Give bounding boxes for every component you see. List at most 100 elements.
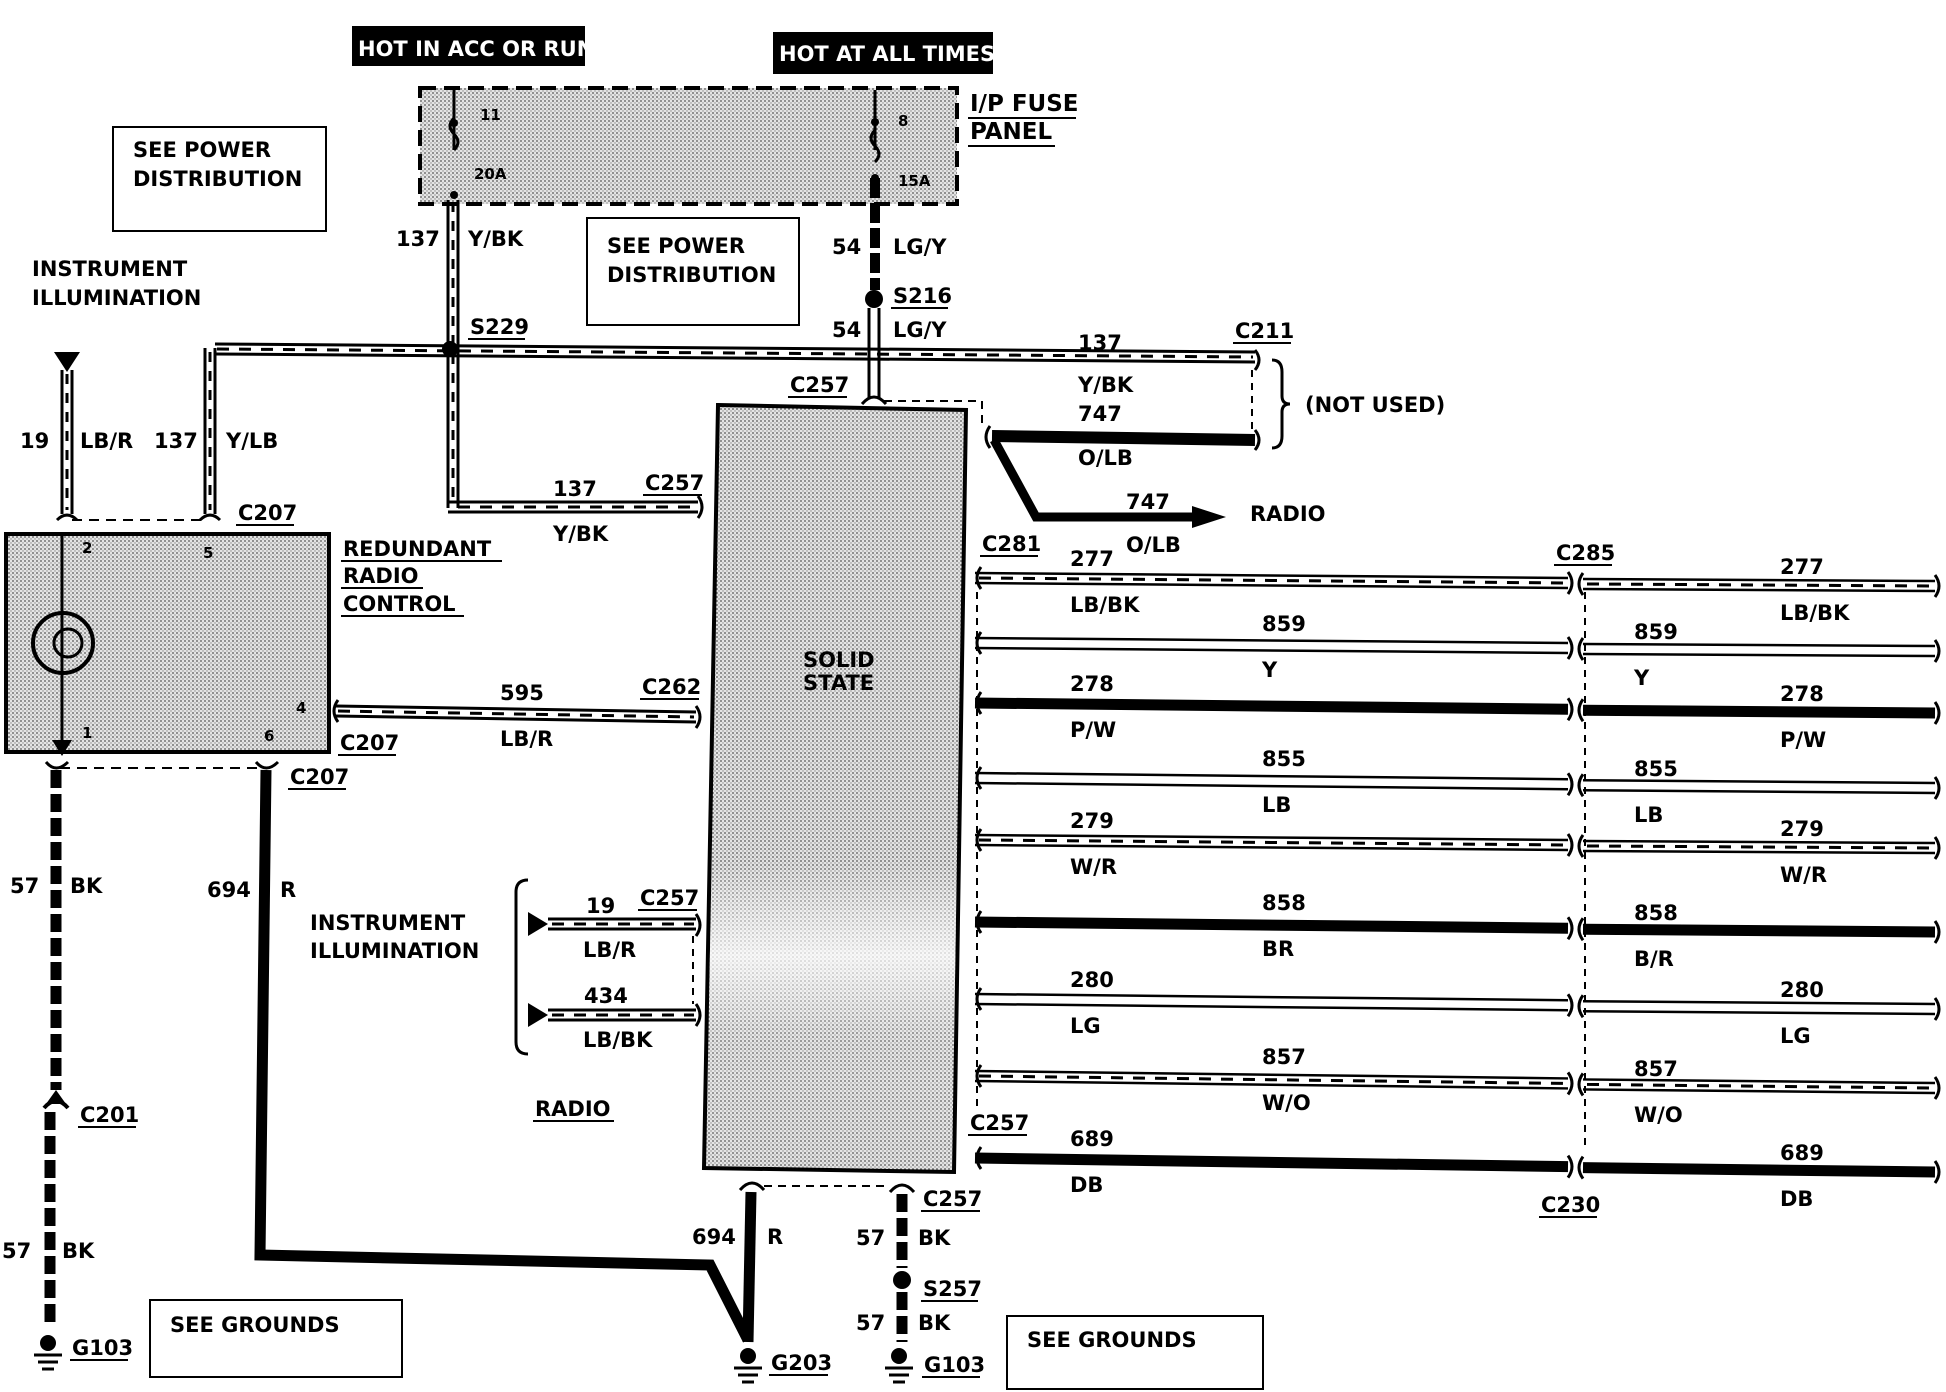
rrc-pin-1: 1: [82, 724, 92, 742]
speaker-wire-1-right-2: [1582, 587, 1936, 593]
c262-label: C262: [642, 675, 701, 699]
speaker-wire-8-right: [1582, 1078, 1936, 1085]
speaker-wire-3-right-number: 278: [1780, 682, 1824, 706]
fuse-panel: [418, 86, 959, 206]
wire-137-c211-color: Y/BK: [1077, 373, 1134, 397]
speaker-wire-7-2: [974, 1002, 1569, 1012]
wire-54-b-number: 54: [832, 318, 861, 342]
splice-s257: [893, 1271, 911, 1289]
wire-19-mid-number: 19: [586, 894, 615, 918]
c207-pin5-terminal: [198, 513, 222, 522]
wire-137-horizontal: [214, 342, 1256, 354]
wire-137-number: 137: [396, 227, 440, 251]
fuse-panel-label-2: PANEL: [970, 119, 1053, 145]
instrument-illumination-brace: [514, 878, 529, 1056]
speaker-wire-6-c285-terminal-2: [1577, 917, 1585, 942]
speaker-wire-3-left-color: P/W: [1070, 718, 1116, 742]
header-hot-acc-run: HOT IN ACC OR RUN: [358, 37, 594, 61]
speaker-wire-7-left-number: 280: [1070, 968, 1114, 992]
s229-label: S229: [470, 315, 529, 339]
speaker-wire-5-2: [974, 843, 1569, 852]
speaker-wire-7-left-color: LG: [1070, 1014, 1101, 1038]
speaker-wire-1-hatch: [978, 576, 1565, 585]
speaker-wire-8-right-2: [1582, 1088, 1936, 1095]
speaker-wire-2-c285-terminal-2: [1577, 637, 1585, 661]
speaker-wire-1-c285-terminal-2: [1577, 572, 1585, 596]
wire-747-b-color: O/LB: [1126, 533, 1181, 557]
c257-bottom-label: C257: [923, 1187, 982, 1211]
speaker-wire-1-left-color: LB/BK: [1070, 593, 1140, 617]
speaker-wire-7-c281-terminal: [975, 987, 983, 1011]
speaker-wire-3: [974, 697, 1569, 715]
c257-illum-terminal-2: [694, 1003, 702, 1027]
solid-state-label-2: STATE: [803, 671, 874, 695]
instrument-illumination-top-2: ILLUMINATION: [32, 286, 201, 310]
speaker-wire-5: [974, 833, 1569, 842]
speaker-wire-6-right-number: 858: [1634, 901, 1678, 925]
fuse-8-rating: 15A: [898, 172, 931, 190]
speaker-wire-6-end-terminal: [1933, 920, 1941, 944]
wire-137-ylb-number: 137: [154, 429, 198, 453]
c257-illum-terminal: [694, 913, 702, 937]
see-power-distribution-2: SEE POWER: [607, 234, 745, 258]
fuse-11-number: 11: [480, 106, 501, 124]
speaker-wire-7-right-color: LG: [1780, 1024, 1811, 1048]
rrc-label-3: CONTROL: [343, 592, 456, 616]
speaker-wire-9-c281-terminal: [975, 1146, 983, 1170]
speaker-wire-5-right-2: [1582, 849, 1936, 855]
header-hot-all-times: HOT AT ALL TIMES: [779, 42, 995, 66]
speaker-wire-9-right-number: 689: [1780, 1141, 1824, 1165]
wire-137-c211-number: 137: [1078, 331, 1122, 355]
c257-left-terminal: [696, 495, 704, 519]
speaker-wire-2-left-color: Y: [1261, 658, 1278, 682]
wire-19-top-color: LB/R: [80, 429, 133, 453]
see-power-distribution-2b: DISTRIBUTION: [607, 263, 776, 287]
wire-747-a-color: O/LB: [1078, 446, 1133, 470]
speaker-wire-3-c285-terminal-2: [1577, 698, 1585, 723]
speaker-wire-2-left-number: 859: [1262, 612, 1306, 636]
radio-label-right: RADIO: [1250, 502, 1326, 526]
speaker-wire-8-2: [974, 1079, 1569, 1090]
g203-label: G203: [771, 1351, 832, 1375]
speaker-wire-5-right-hatch: [1586, 844, 1932, 850]
speaker-wire-8-right-hatch: [1586, 1082, 1932, 1090]
ground-g103-left-icon: [34, 1335, 62, 1371]
ground-g103-right-icon: [885, 1348, 913, 1384]
wire-747-b-number: 747: [1126, 490, 1170, 514]
speaker-wire-2-c281-terminal: [975, 631, 983, 655]
speaker-wire-1-right-hatch: [1586, 582, 1932, 588]
wire-434-number: 434: [584, 984, 628, 1008]
speaker-wire-1-end-terminal: [1933, 574, 1941, 598]
not-used-label: (NOT USED): [1305, 393, 1445, 417]
speaker-wire-9-c285-terminal-2: [1577, 1155, 1585, 1180]
wire-137-horizontal-hatch: [216, 347, 1254, 359]
header-hot-all-times-box: [773, 32, 993, 74]
s216-label: S216: [893, 284, 952, 308]
rrc-pin-2: 2: [82, 539, 92, 557]
see-power-distribution-box-2: [586, 217, 800, 326]
speaker-wire-9-left-color: DB: [1070, 1173, 1103, 1197]
speaker-wire-8-right-number: 857: [1634, 1057, 1678, 1081]
solid-state-radio-fade: [706, 407, 964, 1170]
solid-state-label: SOLID: [803, 648, 875, 672]
speaker-wire-7-end-terminal: [1933, 997, 1941, 1021]
wire-747-a-number: 747: [1078, 402, 1122, 426]
instrument-illumination-mid-2: ILLUMINATION: [310, 939, 479, 963]
wire-694-left-color: R: [280, 878, 296, 902]
fuse-8-symbol: [869, 128, 881, 164]
wire-137-color: Y/BK: [467, 227, 524, 251]
speaker-wire-4-2: [974, 781, 1569, 791]
g103-left-label: G103: [72, 1336, 133, 1360]
splice-s216: [865, 290, 883, 308]
speaker-wire-4-right: [1582, 778, 1936, 785]
c207-bottom-terminal-right: [254, 760, 280, 770]
wire-57-left-number: 57: [10, 874, 39, 898]
wire-595-hatch: [337, 709, 695, 719]
speaker-wire-1-right: [1582, 577, 1936, 583]
speaker-wire-9: [974, 1152, 1569, 1173]
c257-top-label: C257: [790, 373, 849, 397]
g103-right-label: G103: [924, 1353, 985, 1377]
c211-label: C211: [1235, 319, 1294, 343]
speaker-wire-4-right-2: [1582, 788, 1936, 795]
wire-694-bottom-number: 694: [692, 1225, 736, 1249]
